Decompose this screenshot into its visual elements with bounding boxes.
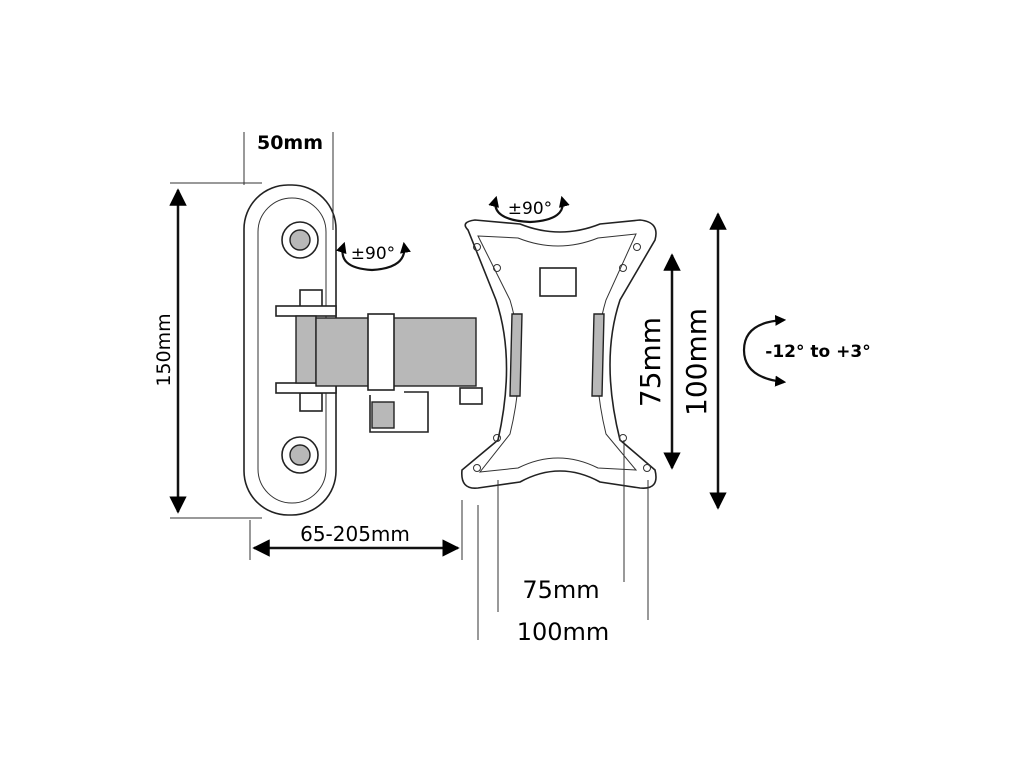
label-vesa-small-v: 75mm [634, 317, 667, 407]
hinge-bracket-top [275, 305, 337, 317]
label-wall-plate-width: 50mm [257, 132, 323, 154]
vesa-latch [539, 267, 577, 297]
arm-lower-block [371, 401, 395, 429]
screw-head-top [289, 229, 311, 251]
curved-double-arrow-icon [336, 241, 411, 272]
wall-plate [243, 184, 337, 516]
vesa-hole [493, 434, 501, 442]
vesa-plate-outline [461, 219, 657, 489]
vesa-hole [473, 464, 481, 472]
label-arm-extension: 65-205mm [300, 522, 410, 546]
vesa-hole [643, 464, 651, 472]
vesa-hole [473, 243, 481, 251]
label-wall-plate-height: 150mm [153, 313, 175, 386]
curved-double-arrow-icon [742, 314, 787, 387]
label-vesa-large-v: 100mm [680, 308, 713, 416]
hinge-bolt-bottom [299, 392, 323, 412]
hinge-post [295, 315, 317, 384]
label-wall-swivel: ±90° [351, 244, 395, 264]
vesa-hole [619, 264, 627, 272]
curved-double-arrow-icon [488, 195, 570, 224]
vesa-hole [619, 434, 627, 442]
arm-body [315, 317, 477, 387]
vesa-hole [493, 264, 501, 272]
dimension-lines [169, 132, 727, 640]
tilt-knob [459, 387, 483, 405]
rotation-arrows [336, 195, 787, 387]
label-vesa-small-h: 75mm [522, 576, 599, 604]
vesa-hole [633, 243, 641, 251]
arm-joint-collar [367, 313, 395, 391]
label-tilt: -12° to +3° [765, 342, 870, 362]
screw-head-bottom [289, 444, 311, 466]
vesa-slot-right [591, 313, 605, 397]
label-plate-rotation: ±90° [508, 199, 552, 219]
arm-assembly [275, 289, 483, 433]
label-vesa-large-h: 100mm [517, 618, 610, 646]
vesa-slot-left [509, 313, 523, 397]
vesa-plate [461, 219, 657, 489]
